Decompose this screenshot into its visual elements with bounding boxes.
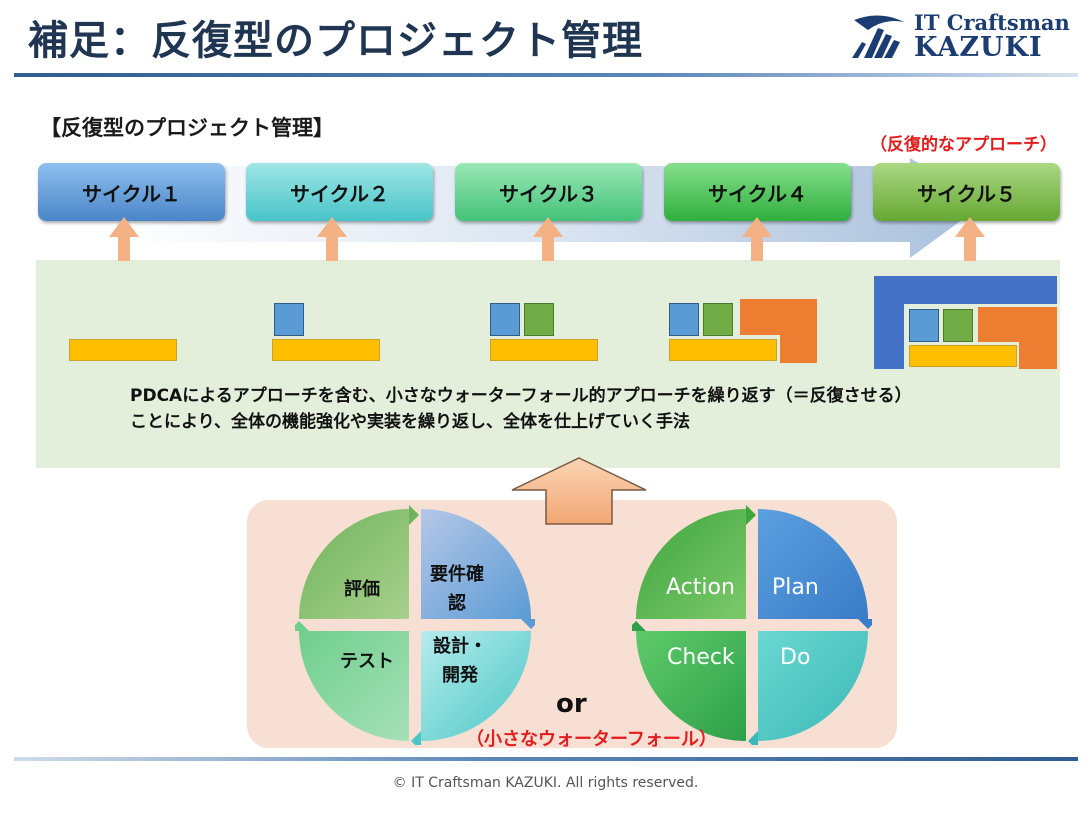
page-title: 補足：反復型のプロジェクト管理 — [28, 18, 643, 64]
up-arrow-icon — [317, 217, 347, 261]
design-label-line-1: 設計・ — [433, 636, 487, 657]
plan-quadrant — [758, 509, 868, 619]
cycle-5: サイクル５ — [873, 163, 1060, 221]
requirements-quadrant — [421, 509, 531, 619]
design-quadrant — [421, 631, 531, 741]
feature-block-green — [703, 303, 733, 336]
feature-block-orange — [740, 299, 817, 363]
feature-block-dark-blue — [874, 276, 1057, 369]
test-quadrant — [299, 631, 409, 741]
requirements-label-line-1: 要件確 — [430, 564, 484, 585]
small-waterfall-label: （小さなウォーターフォール） — [466, 729, 717, 750]
action-label: Action — [666, 575, 735, 600]
test-label: テスト — [340, 651, 394, 672]
check-quadrant — [636, 631, 746, 741]
feature-bar — [272, 339, 380, 361]
cycle-4: サイクル４ — [664, 163, 851, 221]
feature-block-blue — [490, 303, 520, 336]
description-text: PDCAによるアプローチを含む、小さなウォーターフォール的アプローチを繰り返す（… — [130, 383, 912, 435]
up-arrow-icon — [955, 217, 985, 261]
or-label: or — [556, 689, 587, 719]
feature-bar — [669, 339, 777, 361]
feature-bar — [490, 339, 598, 361]
do-label: Do — [780, 645, 811, 670]
evaluation-label: 評価 — [344, 579, 380, 600]
feature-bar — [69, 339, 177, 361]
copyright-footer: © IT Craftsman KAZUKI. All rights reserv… — [392, 775, 699, 791]
up-arrow-icon — [742, 217, 772, 261]
logo-text-bottom: KAZUKI — [914, 32, 1043, 63]
section-heading: 【反復型のプロジェクト管理】 — [40, 116, 334, 140]
feature-block-green — [943, 309, 973, 342]
evaluation-quadrant — [299, 509, 409, 619]
feature-block-green — [524, 303, 554, 336]
pdca-cycle-diagram — [632, 505, 872, 745]
big-up-arrow-icon — [511, 457, 647, 525]
up-arrow-icon — [109, 217, 139, 261]
feature-bar — [909, 345, 1017, 367]
title-divider — [14, 73, 1078, 77]
cycle-1: サイクル１ — [38, 163, 225, 221]
description-line-1: PDCAによるアプローチを含む、小さなウォーターフォール的アプローチを繰り返す（… — [130, 386, 912, 406]
description-line-2: ことにより、全体の機能強化や実装を繰り返し、全体を仕上げていく手法 — [130, 412, 690, 432]
feature-block-blue — [909, 309, 939, 342]
cycle-3: サイクル３ — [455, 163, 642, 221]
feature-block-blue — [274, 303, 304, 336]
plan-label: Plan — [772, 575, 819, 600]
feature-block-blue — [669, 303, 699, 336]
requirements-label: 要件確 認 — [430, 560, 484, 618]
check-label: Check — [667, 645, 735, 670]
design-label-line-2: 開発 — [442, 665, 478, 686]
requirements-label-line-2: 認 — [448, 593, 466, 614]
logo-text-top: IT Craftsman — [914, 10, 1070, 35]
waterfall-cycle-diagram — [295, 505, 535, 745]
do-quadrant — [758, 631, 868, 741]
crane-logo-icon — [852, 15, 904, 58]
approach-label: （反復的なアプローチ） — [870, 135, 1057, 155]
up-arrow-icon — [533, 217, 563, 261]
cycle-2: サイクル２ — [246, 163, 433, 221]
action-quadrant — [636, 509, 746, 619]
footer-divider — [14, 757, 1078, 761]
design-label: 設計・ 開発 — [433, 632, 487, 690]
